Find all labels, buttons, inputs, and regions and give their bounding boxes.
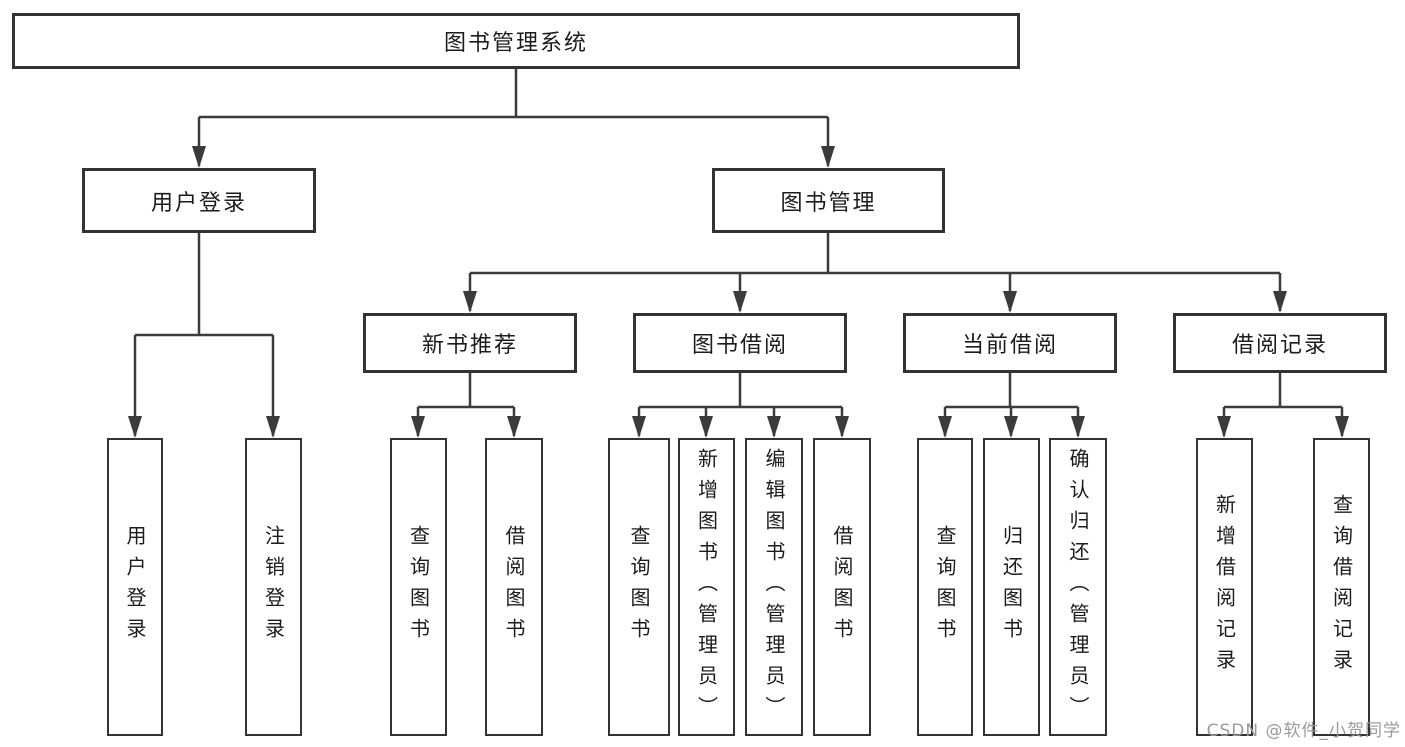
node-label: 查询图书 <box>933 525 957 649</box>
node-leaf-add-borrow-record: 新增借阅记录 <box>1196 438 1253 736</box>
node-leaf-borrow-books-recommend: 借阅图书 <box>485 438 543 736</box>
node-leaf-return-books: 归还图书 <box>983 438 1040 736</box>
connector-lines <box>133 69 1344 436</box>
arrowhead <box>632 416 646 438</box>
node-label: 新增借阅记录 <box>1212 494 1237 680</box>
node-current-borrow: 当前借阅 <box>903 313 1117 373</box>
arrowhead <box>835 416 849 438</box>
arrowhead <box>821 146 835 168</box>
arrowhead <box>1004 416 1018 438</box>
node-leaf-user-login: 用户登录 <box>107 438 163 736</box>
node-label: 图书借阅 <box>691 333 788 358</box>
arrowhead <box>463 291 477 313</box>
node-leaf-query-books-current: 查询图书 <box>917 438 973 736</box>
node-label: 新书推荐 <box>421 333 518 358</box>
node-label: 注销登录 <box>261 525 286 649</box>
node-leaf-add-books-admin: 新增图书（管理员） <box>678 438 735 736</box>
node-label: 查询借阅记录 <box>1329 494 1354 680</box>
node-user-login: 用户登录 <box>82 168 316 233</box>
node-book-management: 图书管理 <box>712 168 945 233</box>
arrowhead <box>266 416 280 438</box>
csdn-watermark: CSDN @软件_小贺同学 <box>1206 721 1401 741</box>
arrowhead <box>733 291 747 313</box>
arrowhead <box>938 416 952 438</box>
node-leaf-query-books-recommend: 查询图书 <box>390 438 447 736</box>
node-leaf-edit-books-admin: 编辑图书（管理员） <box>745 438 803 736</box>
node-label: 确认归还（管理员） <box>1066 447 1090 727</box>
arrowhead <box>1217 416 1231 438</box>
arrowhead <box>1071 416 1085 438</box>
node-leaf-confirm-return-admin: 确认归还（管理员） <box>1049 438 1107 736</box>
node-new-book-recommend: 新书推荐 <box>363 313 577 373</box>
arrowhead <box>1003 291 1017 313</box>
node-library-management-system: 图书管理系统 <box>12 13 1020 69</box>
node-label: 编辑图书（管理员） <box>762 447 786 727</box>
arrowhead <box>192 146 206 168</box>
node-leaf-query-books-borrow: 查询图书 <box>608 438 670 736</box>
node-label: 用户登录 <box>150 190 247 216</box>
node-borrow-records: 借阅记录 <box>1173 313 1387 373</box>
arrowhead <box>128 416 142 438</box>
node-label: 借阅记录 <box>1231 333 1328 358</box>
node-label: 查询图书 <box>406 525 431 649</box>
node-label: 借阅图书 <box>830 525 854 649</box>
node-label: 归还图书 <box>999 525 1024 649</box>
arrowhead <box>1335 416 1349 438</box>
arrowhead <box>507 416 521 438</box>
node-leaf-logout: 注销登录 <box>245 438 302 736</box>
node-label: 图书管理系统 <box>443 31 588 56</box>
node-label: 当前借阅 <box>961 333 1058 358</box>
node-book-borrow: 图书借阅 <box>633 313 847 373</box>
node-leaf-borrow-books: 借阅图书 <box>813 438 871 736</box>
node-label: 借阅图书 <box>502 525 526 649</box>
node-label: 查询图书 <box>627 525 651 649</box>
node-leaf-query-borrow-record: 查询借阅记录 <box>1313 438 1370 736</box>
arrowhead <box>1273 291 1287 313</box>
node-label: 用户登录 <box>123 525 147 649</box>
arrowhead <box>767 416 781 438</box>
arrowhead <box>411 416 425 438</box>
node-label: 新增图书（管理员） <box>694 447 719 727</box>
arrowhead <box>699 416 713 438</box>
node-label: 图书管理 <box>780 190 877 216</box>
